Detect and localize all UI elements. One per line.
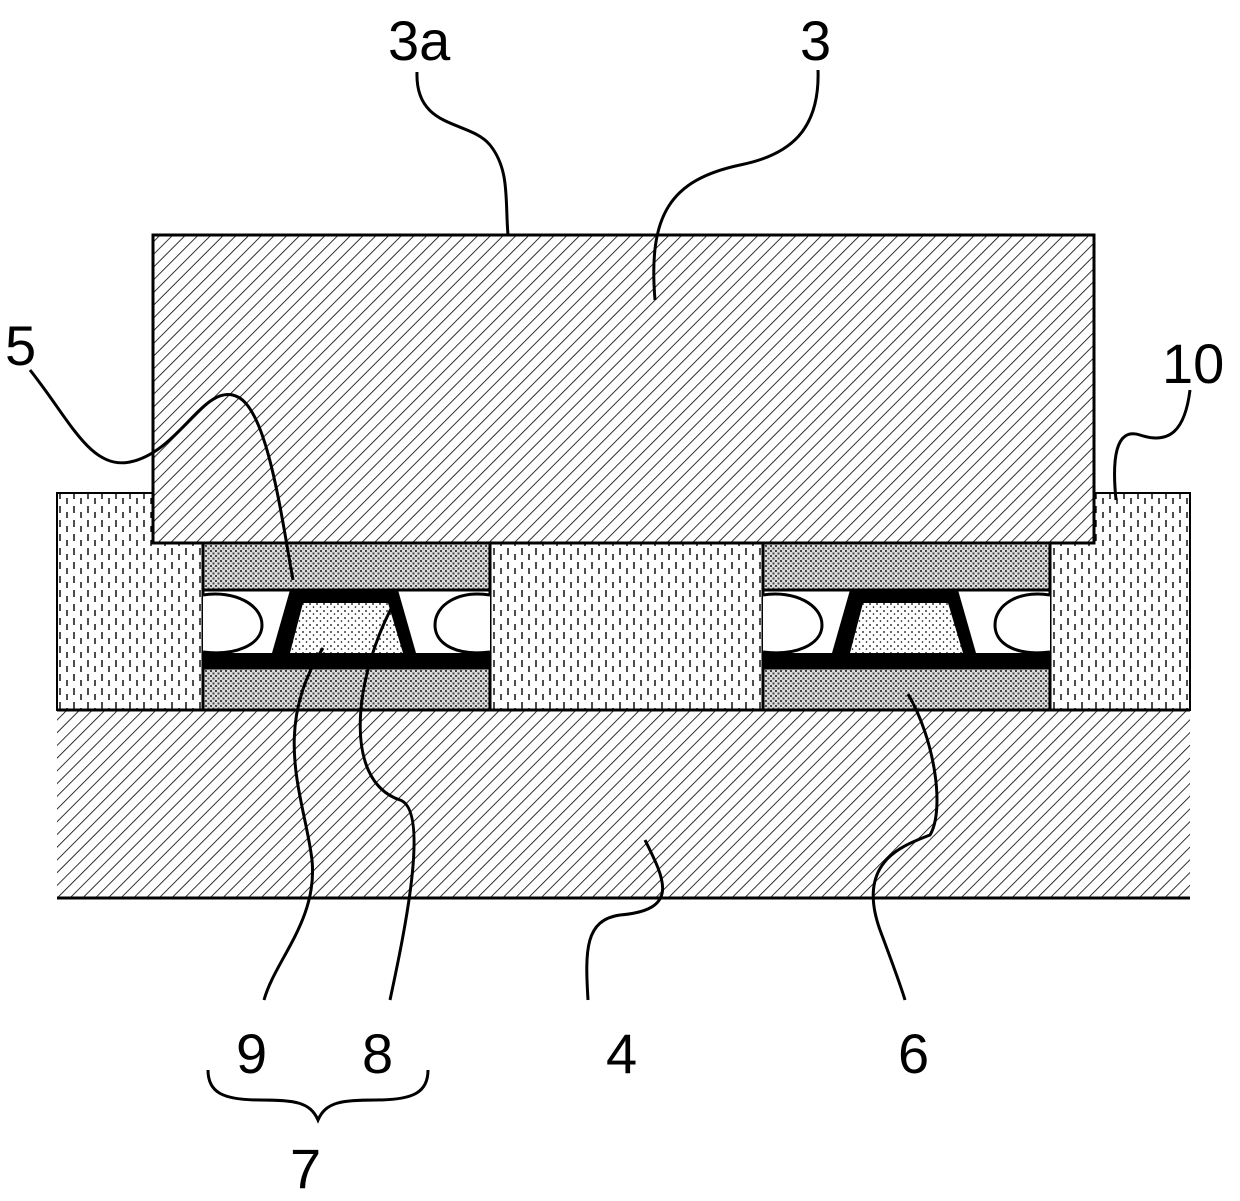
leader-10 [1115, 390, 1190, 500]
label-7: 7 [290, 1137, 321, 1200]
label-10: 10 [1162, 332, 1224, 395]
right-substrate-pad [763, 668, 1050, 710]
left-substrate-pad [203, 668, 490, 710]
right-particle-core [850, 603, 963, 653]
label-4: 4 [606, 1022, 637, 1085]
left-particle-core [290, 603, 403, 653]
left-chip-pad [203, 543, 490, 590]
label-3a: 3a [388, 9, 451, 72]
label-8: 8 [362, 1022, 393, 1085]
right-chip-pad [763, 543, 1050, 590]
label-3: 3 [800, 9, 831, 72]
label-9: 9 [236, 1022, 267, 1085]
semiconductor-chip [153, 235, 1094, 543]
label-5: 5 [5, 314, 36, 377]
substrate [57, 710, 1190, 898]
label-6: 6 [898, 1022, 929, 1085]
leader-3a [417, 72, 508, 235]
